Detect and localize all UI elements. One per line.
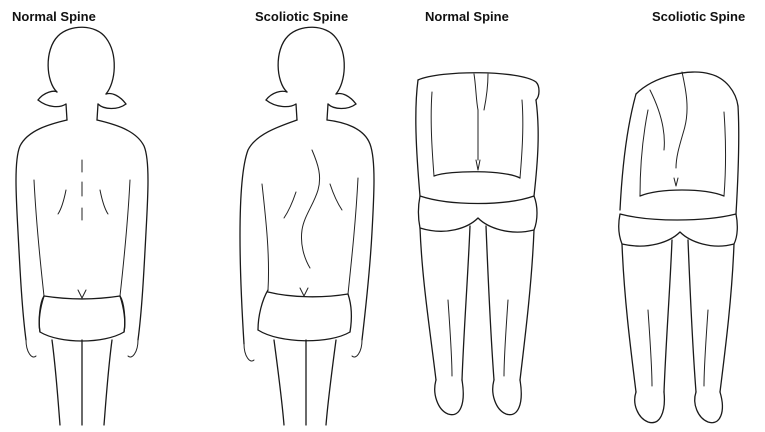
figure-normal-bending [416, 73, 539, 415]
figure-scoliotic-bending [619, 72, 739, 423]
figure-scoliotic-standing [240, 27, 374, 425]
figure-normal-standing [16, 27, 148, 425]
